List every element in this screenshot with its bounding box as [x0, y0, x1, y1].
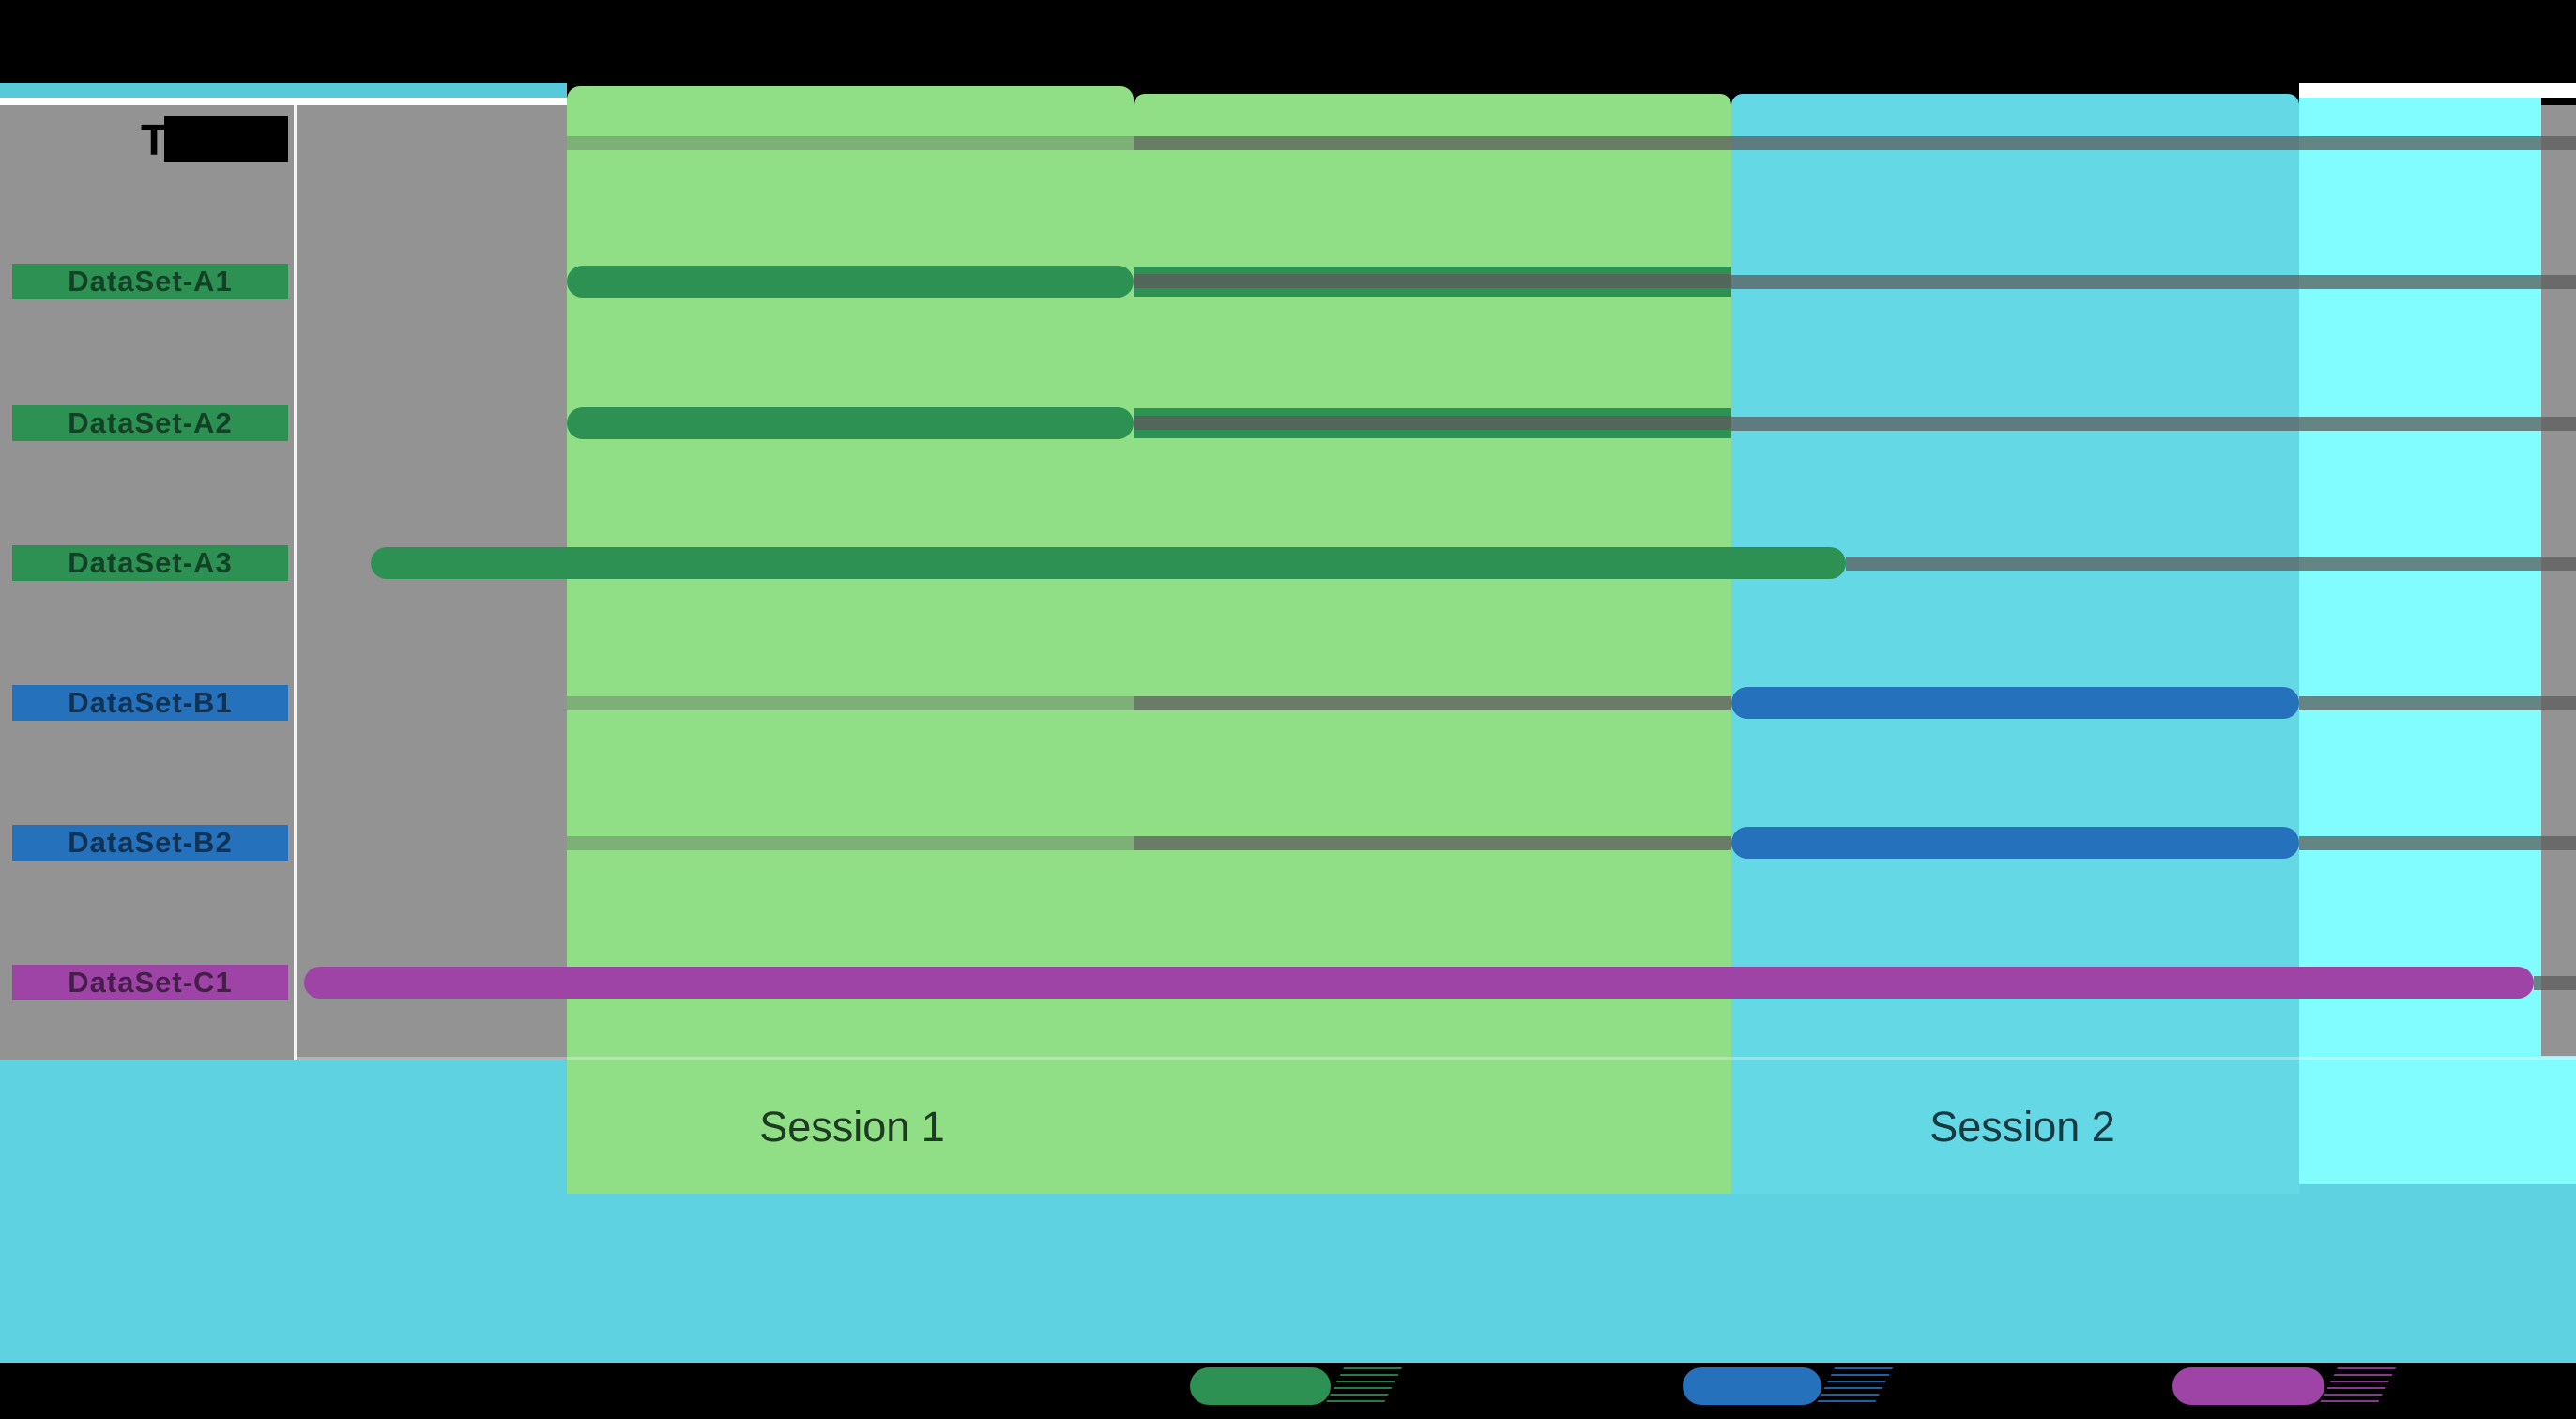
right-unlabeled-region [2299, 98, 2541, 1184]
row-track-line [567, 136, 1134, 150]
legend-label-obscured-artifact [1815, 1367, 1894, 1405]
top-white-strip [0, 98, 567, 105]
row-track-line [2299, 836, 2576, 850]
top-white-strip-right [2299, 83, 2576, 98]
y-axis-spine [294, 98, 297, 1060]
row-track-line [1134, 136, 2576, 150]
row-track-line-overlay [1134, 416, 1731, 430]
row-label-dataset-b2: DataSet-B2 [12, 825, 288, 861]
row-track-line [2534, 976, 2576, 990]
session2-caption: Session 2 [1929, 1103, 2115, 1151]
row-label-dataset-b1: DataSet-B1 [12, 685, 288, 721]
row-label-dataset-a2: DataSet-A2 [12, 405, 288, 441]
plot-bottom-line [296, 1057, 2576, 1060]
row-track-line [1846, 557, 2576, 571]
task-bar-tail [1134, 267, 1731, 297]
task-bar-dataset-b1 [1731, 687, 2299, 719]
row-track-line [1134, 696, 1731, 710]
task-bar-dataset-a3 [371, 547, 1846, 579]
row-track-line [567, 836, 1134, 850]
legend-swatch-series-b [1683, 1367, 1821, 1405]
row-track-line [567, 696, 1134, 710]
column-header-title: T [141, 115, 168, 164]
row-track-line-overlay [1134, 274, 1731, 288]
legend-label-obscured-artifact [2318, 1367, 2397, 1405]
row-track-line [1731, 275, 2576, 289]
legend-swatch-series-a [1190, 1367, 1331, 1405]
task-bar-dataset-c1 [304, 967, 2534, 999]
session1-region-right [1134, 94, 1731, 1194]
session2-region [1731, 94, 2299, 1194]
row-label-dataset-a3: DataSet-A3 [12, 545, 288, 581]
legend-swatch-series-c [2172, 1367, 2324, 1405]
session1-region-left [567, 86, 1134, 1194]
row-track-line [1731, 417, 2576, 431]
task-bar-dataset-a1 [567, 266, 1134, 298]
top-cyan-strip [0, 83, 567, 98]
task-bar-dataset-b2 [1731, 827, 2299, 859]
session1-caption: Session 1 [759, 1103, 945, 1151]
row-track-line [1134, 836, 1731, 850]
task-bar-dataset-a2 [567, 407, 1134, 439]
row-label-dataset-c1: DataSet-C1 [12, 965, 288, 1000]
row-track-line [2299, 696, 2576, 710]
title-redaction-box [164, 116, 288, 162]
right-region-lower-patch [2541, 1056, 2576, 1184]
legend-label-obscured-artifact [1324, 1367, 1403, 1405]
task-bar-tail [1134, 408, 1731, 438]
row-label-dataset-a1: DataSet-A1 [12, 264, 288, 299]
